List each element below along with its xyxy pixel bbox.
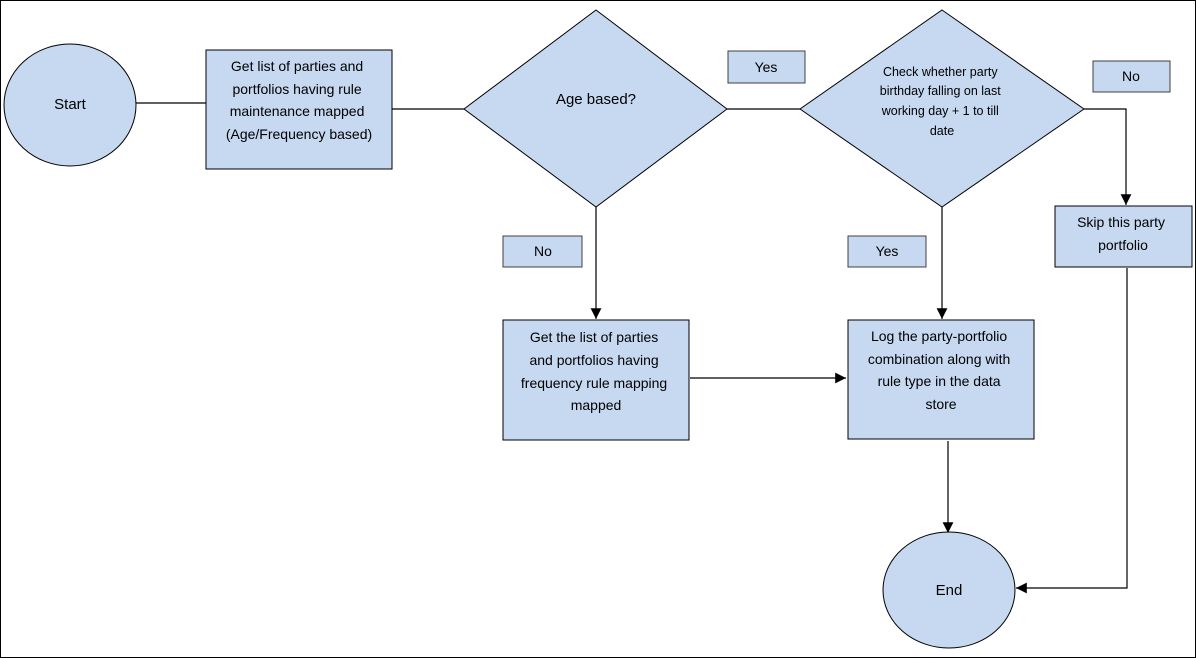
- check-birthday-decision: Check whether party birthday falling on …: [799, 9, 1085, 208]
- get-list-process: Get list of parties and portfolios havin…: [205, 49, 393, 170]
- edge-label-age-no: No: [502, 235, 583, 268]
- log-process: Log the party-portfolio combination alon…: [847, 319, 1035, 440]
- edge-label-check-yes: Yes: [847, 235, 927, 268]
- age-based-decision: Age based?: [463, 9, 728, 208]
- get-frequency-process: Get the list of parties and portfolios h…: [502, 319, 690, 441]
- log-label: Log the party-portfolio combination alon…: [868, 328, 1014, 412]
- svg-text:Yes: Yes: [876, 243, 899, 259]
- skip-process: Skip this party portfolio: [1054, 205, 1193, 268]
- start-label: Start: [54, 96, 87, 113]
- connector-skip-to-end: [1016, 268, 1128, 594]
- age-based-label: Age based?: [556, 91, 636, 108]
- check-birthday-label: Check whether party birthday falling on …: [880, 65, 1004, 138]
- start-node: Start: [3, 43, 137, 167]
- edge-label-age-yes: Yes: [727, 50, 806, 84]
- svg-text:No: No: [534, 243, 552, 259]
- end-label: End: [936, 582, 963, 599]
- svg-text:No: No: [1122, 68, 1140, 84]
- skip-label: Skip this party portfolio: [1077, 214, 1169, 253]
- get-frequency-label: Get the list of parties and portfolios h…: [521, 329, 671, 413]
- get-list-label: Get list of parties and portfolios havin…: [226, 58, 372, 142]
- edge-label-check-no: No: [1092, 60, 1171, 93]
- connector-check-no-to-skip: [1084, 108, 1132, 205]
- end-node: End: [882, 531, 1016, 649]
- svg-text:Yes: Yes: [755, 59, 778, 75]
